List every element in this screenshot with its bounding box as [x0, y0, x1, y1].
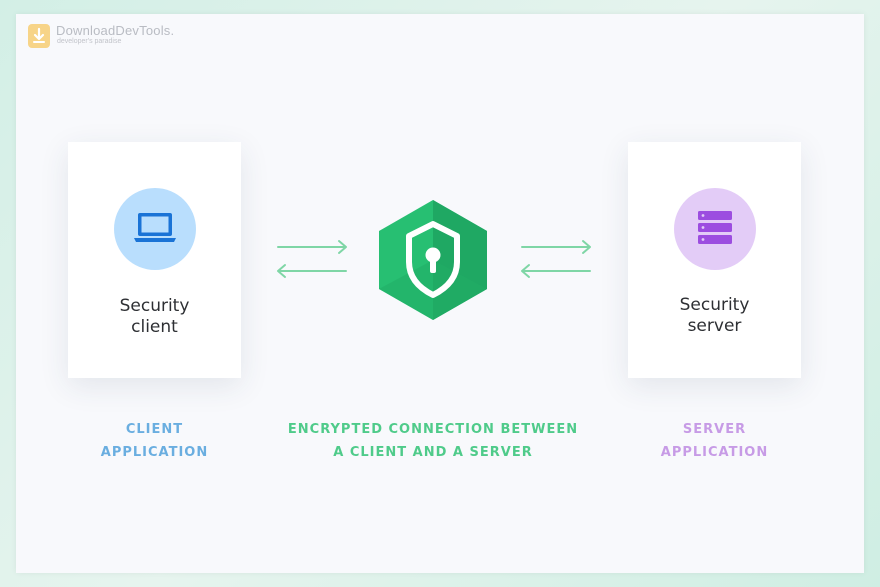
watermark: DownloadDevTools. developer's paradise: [28, 24, 174, 48]
lock-shield-icon: [379, 200, 487, 320]
client-card-label: Security client: [68, 296, 241, 338]
client-caption-line1: CLIENT: [125, 422, 184, 437]
client-label-line2: client: [131, 317, 178, 337]
client-caption-line2: APPLICATION: [100, 445, 209, 460]
server-label-line1: Security: [679, 295, 750, 315]
laptop-icon: [114, 188, 196, 270]
bidirectional-arrows-right: [521, 240, 591, 278]
connection-caption: ENCRYPTED CONNECTION BETWEEN A CLIENT AN…: [284, 418, 582, 464]
arrow-left-icon: [277, 264, 347, 278]
diagram-canvas: DownloadDevTools. developer's paradise S…: [16, 14, 864, 573]
arrow-right-icon: [277, 240, 347, 254]
server-icon: [674, 188, 756, 270]
server-caption-line2: APPLICATION: [660, 445, 769, 460]
connection-caption-line2: A CLIENT AND A SERVER: [333, 445, 533, 460]
connection-caption-line1: ENCRYPTED CONNECTION BETWEEN: [287, 422, 579, 437]
download-logo-icon: [28, 24, 50, 48]
server-label-line2: server: [687, 316, 742, 336]
server-caption: SERVER APPLICATION: [628, 418, 801, 464]
client-label-line1: Security: [119, 296, 190, 316]
client-caption: CLIENT APPLICATION: [68, 418, 241, 464]
bidirectional-arrows-left: [277, 240, 347, 278]
watermark-subtitle: developer's paradise: [57, 38, 122, 45]
server-card-label: Security server: [628, 295, 801, 337]
watermark-title: DownloadDevTools.: [56, 23, 175, 38]
server-caption-line1: SERVER: [682, 422, 747, 437]
arrow-right-icon: [521, 240, 591, 254]
server-card: Security server: [628, 142, 801, 378]
arrow-left-icon: [521, 264, 591, 278]
client-card: Security client: [68, 142, 241, 378]
